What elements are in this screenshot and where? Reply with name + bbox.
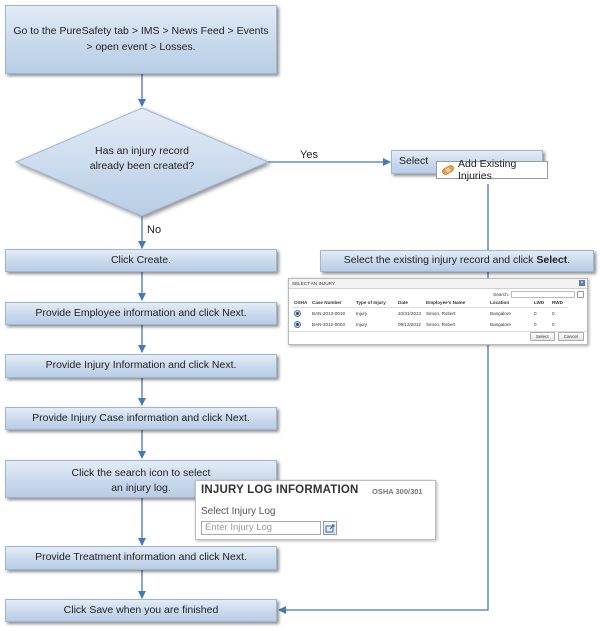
dialog-select-button[interactable]: Select bbox=[529, 332, 555, 341]
row-date: 10/31/2013 bbox=[398, 310, 421, 316]
injury-log-panel: INJURY LOG INFORMATION OSHA 300/301 Sele… bbox=[195, 480, 436, 540]
select-injury-dialog: SELECT AN INJURY × Search: OSHA Case Num… bbox=[288, 278, 588, 345]
step-search-icon-line2: an injury log. bbox=[111, 482, 171, 495]
step-search-icon: Click the search icon to select an injur… bbox=[5, 460, 277, 498]
add-existing-injuries-button[interactable]: Add Existing Injuries bbox=[436, 158, 548, 182]
col-location: Location bbox=[488, 300, 532, 308]
select-existing-bold: Select bbox=[536, 254, 568, 267]
step-go-to-events: Go to the PureSafety tab > IMS > News Fe… bbox=[5, 5, 277, 74]
step-select-text: Select bbox=[399, 155, 429, 168]
dialog-buttons: Select Cancel bbox=[529, 332, 584, 341]
step-search-icon-line1: Click the search icon to select bbox=[71, 467, 211, 479]
step-treatment-info: Provide Treatment information and click … bbox=[5, 546, 277, 570]
yes-label: Yes bbox=[300, 149, 318, 161]
step-injury-case-info: Provide Injury Case information and clic… bbox=[5, 407, 277, 430]
step-click-save: Click Save when you are finished bbox=[5, 599, 277, 622]
injury-log-input[interactable]: Enter Injury Log bbox=[201, 521, 321, 535]
col-lwd: LWD bbox=[532, 300, 550, 308]
close-icon[interactable]: × bbox=[579, 280, 585, 286]
search-icon[interactable] bbox=[577, 291, 584, 298]
row-lwd: 0 bbox=[534, 321, 537, 327]
step-click-save-text: Click Save when you are finished bbox=[63, 603, 219, 616]
select-existing-prefix: Select the existing injury record and cl… bbox=[343, 254, 537, 267]
select-existing-suffix: . bbox=[567, 254, 571, 267]
row-case-number: BAN-2012-0003 bbox=[312, 321, 345, 327]
step-click-create-text: Click Create. bbox=[110, 253, 172, 266]
dialog-titlebar: SELECT AN INJURY × bbox=[289, 279, 587, 289]
step-click-create: Click Create. bbox=[5, 249, 277, 272]
step-treatment-info-text: Provide Treatment information and click … bbox=[35, 551, 247, 564]
injury-log-search-button[interactable] bbox=[323, 521, 337, 535]
injury-log-subtitle: OSHA 300/301 bbox=[372, 487, 423, 496]
table-row[interactable]: BAN-2012-0003 Injury 09/12/2012 Simon, R… bbox=[292, 319, 568, 330]
row-location: Bangalore bbox=[490, 310, 511, 316]
row-employee: Simon, Robert bbox=[426, 321, 456, 327]
row-date: 09/12/2012 bbox=[398, 321, 421, 327]
col-type: Type of Injury bbox=[354, 300, 396, 308]
dialog-divider bbox=[289, 331, 587, 332]
decision-text: Has an injury record already been create… bbox=[78, 144, 206, 174]
bandage-icon bbox=[441, 164, 455, 176]
row-type: Injury bbox=[356, 310, 368, 316]
injury-table: OSHA Case Number Type of Injury Date Emp… bbox=[292, 300, 568, 330]
step-select-existing: Select the existing injury record and cl… bbox=[320, 250, 594, 272]
row-rwd: 0 bbox=[552, 321, 555, 327]
dialog-cancel-button[interactable]: Cancel bbox=[557, 332, 584, 341]
step-injury-info-text: Provide Injury Information and click Nex… bbox=[45, 359, 237, 372]
step-select-existing-text: Select the existing injury record and cl… bbox=[344, 253, 570, 268]
row-radio-cell bbox=[292, 307, 310, 319]
add-existing-injuries-label: Add Existing Injuries bbox=[458, 158, 517, 182]
row-employee: Simon, Robert bbox=[426, 310, 456, 316]
col-date: Date bbox=[396, 300, 424, 308]
injury-log-title: INJURY LOG INFORMATION bbox=[201, 484, 359, 496]
col-employee: Employee's Name bbox=[424, 300, 488, 308]
col-case-number: Case Number bbox=[310, 300, 354, 308]
step-go-to-events-text: Go to the PureSafety tab > IMS > News Fe… bbox=[13, 25, 269, 53]
row-lwd: 0 bbox=[534, 310, 537, 316]
row-location: Bangalore bbox=[490, 321, 511, 327]
row-type: Injury bbox=[356, 321, 368, 327]
no-label: No bbox=[147, 224, 162, 236]
lookup-icon bbox=[325, 524, 335, 533]
table-row[interactable]: BAN-2013-0018 Injury 10/31/2013 Simon, R… bbox=[292, 307, 568, 319]
col-rwd: RWD bbox=[550, 300, 568, 308]
step-employee-info: Provide Employee information and click N… bbox=[5, 302, 277, 325]
dialog-title: SELECT AN INJURY bbox=[292, 281, 335, 286]
dialog-search-label: Search: bbox=[493, 292, 509, 297]
injury-log-label: Select Injury Log bbox=[201, 506, 276, 517]
step-employee-info-text: Provide Employee information and click N… bbox=[35, 306, 247, 319]
col-osha: OSHA bbox=[292, 300, 310, 308]
dialog-search-input[interactable] bbox=[511, 291, 575, 298]
row-case-number: BAN-2013-0018 bbox=[312, 310, 345, 316]
radio-button[interactable] bbox=[294, 309, 301, 317]
step-injury-info: Provide Injury Information and click Nex… bbox=[5, 354, 277, 378]
radio-button[interactable] bbox=[294, 320, 301, 328]
decision-label: Has an injury record already been create… bbox=[89, 145, 195, 173]
dialog-search: Search: bbox=[493, 291, 584, 298]
row-rwd: 0 bbox=[552, 310, 555, 316]
row-radio-cell bbox=[292, 319, 310, 330]
step-injury-case-info-text: Provide Injury Case information and clic… bbox=[32, 411, 250, 424]
